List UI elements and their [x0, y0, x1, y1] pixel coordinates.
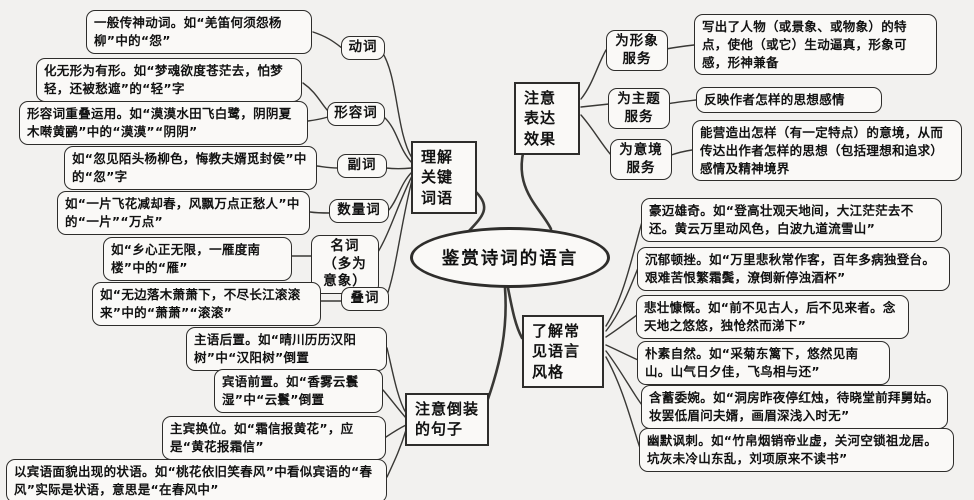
example-adjective-intangible: 化无形为有形。如“梦魂欲度苍茫去，怕梦轻，还被愁遮”的“轻”字: [36, 58, 302, 102]
example-reduplication: 如“无边落木萧萧下，不尽长江滚滚来”中的“萧萧”“滚滚”: [92, 282, 321, 326]
category-numeral: 数量词: [329, 199, 389, 223]
desc-serve-theme: 反映作者怎样的思想感情: [696, 87, 882, 113]
inversion-subject-postposed: 主语后置。如“晴川历历汉阳树”中“汉阳树”倒置: [186, 327, 387, 371]
style-humorous-satirical: 幽默讽刺。如“竹帛烟销帝业虚，关河空锁祖龙居。坑灰未冷山东乱，刘项原来不读书”: [639, 428, 954, 472]
subtopic-serve-mood: 为意境服务: [610, 139, 672, 181]
category-noun: 名词（多为意象）: [311, 235, 379, 294]
category-adjective: 形容词: [327, 102, 385, 126]
central-topic: 鉴赏诗词的语言: [410, 227, 610, 288]
inversion-object-preposed: 宾语前置。如“香雾云鬟湿”中“云鬟”倒置: [214, 369, 383, 413]
desc-serve-mood: 能营造出怎样（有一定特点）的意境，从而传达出作者怎样的思想（包括理想和追求）感情…: [692, 120, 962, 182]
category-reduplication: 叠词: [341, 287, 389, 311]
style-tragic-heroic: 悲壮慷慨。如“前不见古人，后不见来者。念天地之悠悠，独怆然而涕下”: [636, 295, 909, 339]
example-noun: 如“乡心正无限，一雁度南楼”中的“雁”: [103, 237, 292, 281]
example-adjective-overlap: 形容词重叠运用。如“漠漠水田飞白鹭，阴阴夏木啭黄鹂”中的“漠漠”“阴阴”: [19, 101, 308, 145]
desc-serve-image: 写出了人物（或景象、或物象）的特点，使他（或它）生动逼真，形象可感，形神兼备: [694, 14, 937, 76]
inversion-adverbial-as-object: 以宾语面貌出现的状语。如“桃花依旧笑春风”中看似宾语的“春风”实际是状语，意思是…: [6, 459, 387, 500]
example-verb: 一般传神动词。如“羌笛何须怨杨柳”中的“怨”: [86, 10, 312, 54]
style-implicit-subtle: 含蓄委婉。如“洞房昨夜停红烛，待晓堂前拜舅姑。妆罢低眉问夫婿，画眉深浅入时无”: [641, 385, 948, 429]
branch-inverted-sentences: 注意倒装的句子: [405, 393, 489, 446]
style-bold-majestic: 豪迈雄奇。如“登高壮观天地间，大江茫茫去不还。黄云万里动风色，白波九道流雪山”: [641, 198, 942, 242]
style-melancholic: 沉郁顿挫。如“万里悲秋常作客，百年多病独登台。艰难苦恨繁霜鬓，潦倒新停浊酒杯”: [637, 247, 950, 291]
category-adverb: 副词: [337, 154, 387, 178]
style-plain-natural: 朴素自然。如“采菊东篱下，悠然见南山。山气日夕佳，飞鸟相与还”: [637, 341, 890, 385]
branch-expression-effects: 注意表达效果: [514, 82, 580, 155]
example-adverb: 如“忽见陌头杨柳色，悔教夫婿觅封侯”中的“忽”字: [64, 146, 317, 190]
subtopic-serve-image: 为形象服务: [606, 30, 668, 72]
category-verb: 动词: [341, 36, 385, 60]
branch-language-styles: 了解常见语言风格: [522, 315, 604, 388]
subtopic-serve-theme: 为主题服务: [608, 88, 670, 130]
branch-key-words: 理解关键词语: [411, 141, 477, 214]
inversion-subject-object-swap: 主宾换位。如“霜信报黄花”，应是“黄花报霜信”: [162, 416, 386, 460]
example-numeral: 如“一片飞花减却春，风飘万点正愁人”中的“一片”“万点”: [57, 191, 310, 235]
